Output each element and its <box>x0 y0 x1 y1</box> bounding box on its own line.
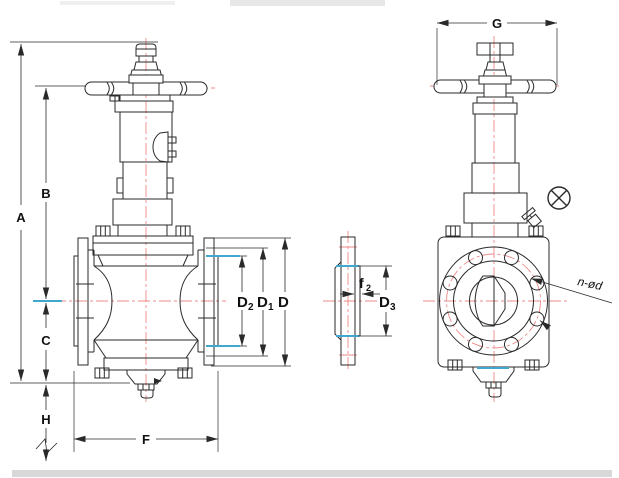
dim-label-n-od: n-ød <box>576 274 603 293</box>
bonnet-cylinder-front <box>474 113 516 164</box>
bolt-hole-leader <box>530 278 613 304</box>
raised-face-circle <box>453 260 534 342</box>
bonnet-bolt <box>175 225 191 237</box>
svg-text:3: 3 <box>390 302 396 313</box>
handwheel-hub <box>128 74 164 84</box>
bonnet-flange <box>92 235 194 256</box>
scan-smudge-top <box>230 0 385 6</box>
pipe-flange-left <box>73 237 89 366</box>
stem-cap-nut <box>135 43 157 57</box>
dim-label-A: A <box>16 210 26 225</box>
body-top-bolt <box>528 225 544 237</box>
valve-side-view <box>33 38 226 402</box>
svg-text:2: 2 <box>366 283 371 293</box>
dim-label-f2: f <box>359 275 364 291</box>
bonnet-block <box>112 198 173 226</box>
scan-smudge-top-left <box>60 1 175 5</box>
bonnet-neck <box>122 161 168 200</box>
stem-cap-nut-front <box>476 42 514 56</box>
bolt-circle <box>446 253 541 349</box>
break-symbol <box>35 438 58 454</box>
drain-arrow <box>154 378 162 384</box>
drain-plug <box>140 389 154 399</box>
svg-text:1: 1 <box>268 302 274 313</box>
gland-flange <box>118 94 171 102</box>
dim-label-D1: D <box>257 294 268 311</box>
side-view-dimensions: A B C H F D 2 D <box>10 41 291 461</box>
bonnet-top-ring <box>114 100 174 113</box>
body-bottom-bolt <box>524 359 540 371</box>
handwheel-hub-front <box>478 75 512 85</box>
scan-band-bottom <box>12 470 612 477</box>
side-boss <box>152 131 169 163</box>
drain-plug-front <box>488 387 502 398</box>
bolt-hole-leader-2 <box>539 320 551 331</box>
drain-boss-front <box>472 367 515 383</box>
dim-label-D3: D <box>379 294 390 311</box>
dim-label-F: F <box>142 432 150 447</box>
spoke-mark <box>179 82 183 95</box>
side-cock-fitting <box>521 206 543 229</box>
dim-label-B: B <box>41 186 50 201</box>
dim-label-D: D <box>278 294 289 311</box>
front-view-dimensions: G n-ød <box>436 16 613 331</box>
spoke-mark <box>106 82 110 95</box>
spoke-mark <box>459 80 463 93</box>
body-bottom-plate <box>103 357 189 371</box>
circled-x-symbol <box>547 186 571 210</box>
bonnet-bolt <box>95 225 111 237</box>
body-waist-right <box>179 265 199 341</box>
valve-front-view <box>423 36 571 402</box>
spoke-mark <box>526 80 530 93</box>
flange-outer-circle <box>439 246 548 356</box>
body-bottom-bolt <box>447 359 463 371</box>
flange-section-view: f 2 D 3 <box>323 231 396 371</box>
dim-label-H: H <box>41 412 50 427</box>
svg-text:2: 2 <box>248 302 254 313</box>
body-waist-left <box>93 265 113 341</box>
valve-disc-silhouette <box>474 275 506 327</box>
body-top-bolt <box>445 225 461 237</box>
dim-label-C: C <box>41 333 51 348</box>
dim-label-D2: D <box>237 294 248 311</box>
bonnet-block-front <box>463 192 528 224</box>
bolt-holes <box>442 250 545 352</box>
dim-label-G: G <box>492 16 502 31</box>
